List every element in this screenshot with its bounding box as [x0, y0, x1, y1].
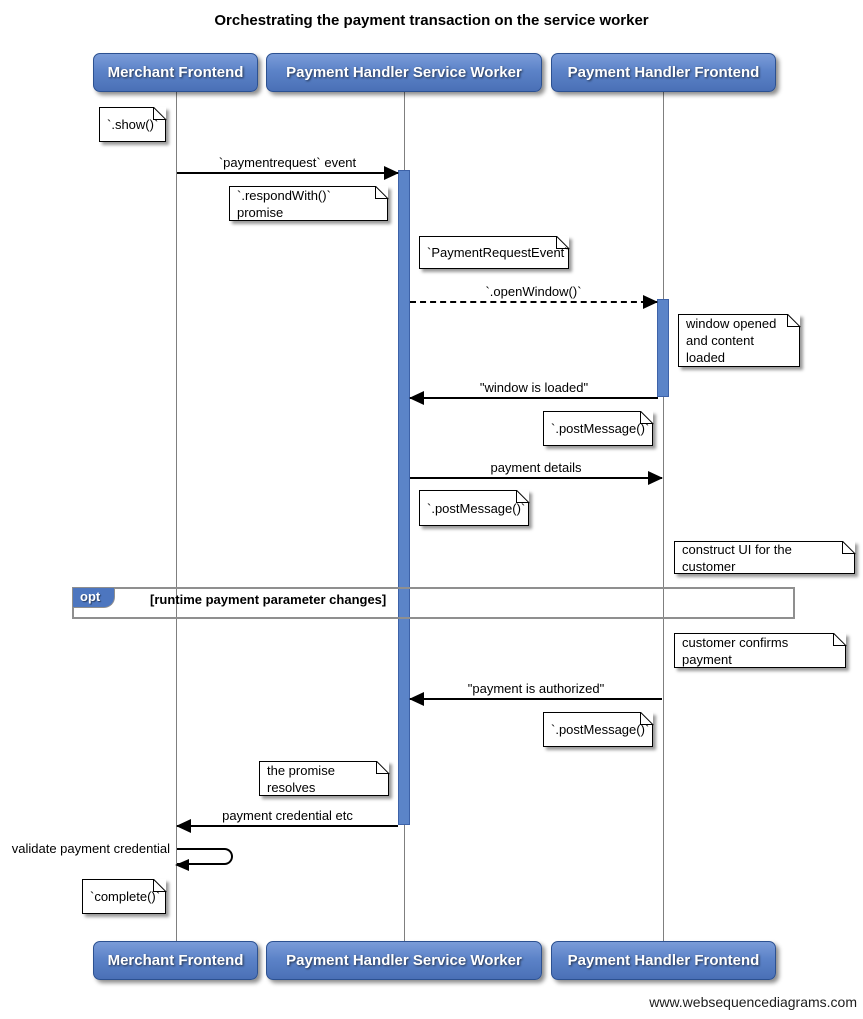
note-text: the promise resolves: [267, 762, 335, 795]
note-text: construct UI for the customer: [682, 541, 792, 574]
note-fold-icon: [833, 633, 846, 646]
arrow-left-icon: [409, 692, 662, 706]
note-postmessage-1: `.postMessage()`: [543, 411, 653, 446]
arrow-right-icon: [410, 471, 663, 485]
arrow-right-icon: [410, 295, 658, 309]
diagram-title: Orchestrating the payment transaction on…: [214, 12, 649, 29]
note-fold-icon: [375, 186, 388, 199]
arrow-right-icon: [177, 166, 399, 180]
watermark: www.websequencediagrams.com: [649, 994, 857, 1010]
actor-payment-handler-frontend-top: Payment Handler Frontend: [551, 53, 776, 92]
note-construct-ui: construct UI for the customer: [674, 541, 855, 574]
note-fold-icon: [153, 879, 166, 892]
note-text: `complete()`: [90, 889, 161, 904]
note-customer-confirms: customer confirms payment: [674, 633, 846, 668]
note-text: `.postMessage()`: [551, 421, 650, 436]
note-fold-icon: [640, 712, 653, 725]
actor-payment-handler-frontend-bottom: Payment Handler Frontend: [551, 941, 776, 980]
note-text: window opened and content loaded: [686, 316, 777, 365]
note-fold-icon: [787, 314, 800, 327]
self-message-label: validate payment credential: [11, 841, 170, 856]
note-fold-icon: [376, 761, 389, 774]
activation-service-worker: [398, 170, 410, 825]
message-label: `.openWindow()`: [485, 284, 582, 299]
note-fold-icon: [516, 490, 529, 503]
actor-label: Payment Handler Service Worker: [286, 64, 522, 81]
lifeline-payment-handler-frontend: [663, 92, 664, 941]
actor-label: Merchant Frontend: [107, 64, 244, 81]
message-window-is-loaded: "window is loaded": [409, 380, 658, 405]
actor-label: Payment Handler Service Worker: [286, 952, 522, 969]
message-label: "window is loaded": [479, 380, 589, 395]
actor-merchant-frontend-bottom: Merchant Frontend: [93, 941, 258, 980]
actor-payment-handler-service-worker-top: Payment Handler Service Worker: [266, 53, 542, 92]
note-text: `.show()`: [107, 117, 159, 132]
opt-fragment-condition: [runtime payment parameter changes]: [150, 592, 387, 607]
activation-payment-handler-frontend: [657, 299, 669, 397]
note-text: `.postMessage()`: [427, 500, 526, 516]
note-fold-icon: [842, 541, 855, 554]
message-paymentrequest-event: `paymentrequest` event: [177, 155, 399, 180]
arrow-left-icon: [176, 819, 398, 833]
message-payment-credential-etc: payment credential etc: [176, 808, 398, 833]
message-label: payment credential etc: [222, 808, 353, 823]
opt-fragment-label: opt: [73, 588, 116, 608]
arrow-left-icon: [409, 391, 658, 405]
message-label: `paymentrequest` event: [218, 155, 357, 170]
note-fold-icon: [153, 107, 166, 120]
actor-payment-handler-service-worker-bottom: Payment Handler Service Worker: [266, 941, 542, 980]
note-postmessage-2: `.postMessage()`: [419, 490, 529, 526]
note-text: customer confirms payment: [682, 634, 789, 667]
message-label: payment details: [490, 460, 582, 475]
actor-label: Merchant Frontend: [107, 952, 244, 969]
message-label: "payment is authorized": [467, 681, 605, 696]
note-fold-icon: [640, 411, 653, 424]
message-payment-is-authorized: "payment is authorized": [409, 681, 662, 706]
note-text: `PaymentRequestEvent`: [427, 245, 569, 260]
message-openwindow: `.openWindow()`: [410, 284, 658, 309]
note-window-opened: window opened and content loaded: [678, 314, 800, 367]
opt-fragment: opt [runtime payment parameter changes]: [72, 587, 795, 619]
note-fold-icon: [556, 236, 569, 249]
note-show: `.show()`: [99, 107, 166, 142]
actor-label: Payment Handler Frontend: [567, 64, 760, 81]
note-postmessage-3: `.postMessage()`: [543, 712, 653, 747]
note-respondwith-promise: `.respondWith()` promise: [229, 186, 388, 221]
note-text: `.respondWith()` promise: [237, 187, 331, 220]
message-payment-details: payment details: [410, 460, 663, 485]
actor-merchant-frontend-top: Merchant Frontend: [93, 53, 258, 92]
self-message-loop-icon: [175, 848, 233, 871]
note-paymentrequestevent: `PaymentRequestEvent`: [419, 236, 569, 269]
actor-label: Payment Handler Frontend: [567, 952, 760, 969]
note-complete: `complete()`: [82, 879, 166, 914]
note-text: `.postMessage()`: [551, 722, 650, 737]
note-promise-resolves: the promise resolves: [259, 761, 389, 796]
lifeline-merchant-frontend: [176, 92, 177, 941]
